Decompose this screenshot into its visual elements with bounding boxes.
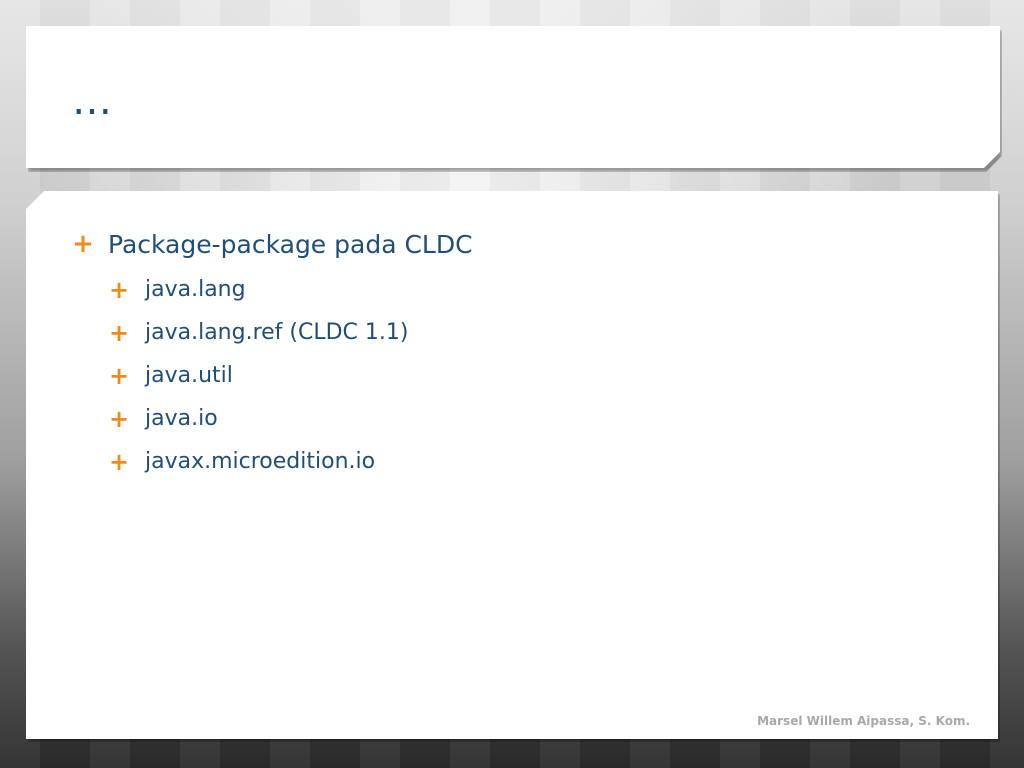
title-panel (26, 26, 1000, 168)
bullet-text-main: Package-package pada CLDC (108, 229, 473, 259)
sub-bullet-item: + java.lang (109, 268, 473, 311)
sub-bullet-text: java.lang (145, 277, 246, 302)
slide-footer-author: Marsel Willem Aipassa, S. Kom. (757, 714, 970, 728)
slide-title: … (72, 78, 114, 124)
bullet-list: + Package-package pada CLDC + java.lang … (72, 224, 473, 483)
sub-bullet-item: + javax.microedition.io (109, 440, 473, 483)
plus-icon: + (109, 404, 130, 433)
sub-bullet-text: java.util (145, 363, 233, 388)
plus-icon: + (72, 229, 94, 259)
plus-icon: + (109, 447, 130, 476)
plus-icon: + (109, 361, 130, 390)
sub-bullet-text: java.lang.ref (CLDC 1.1) (145, 320, 409, 345)
bullet-row-main: + Package-package pada CLDC (72, 224, 473, 264)
sub-bullet-text: java.io (145, 406, 218, 431)
plus-icon: + (109, 275, 130, 304)
bullet-item-main: + Package-package pada CLDC + java.lang … (72, 224, 473, 483)
plus-icon: + (109, 318, 130, 347)
sub-bullet-item: + java.io (109, 397, 473, 440)
sub-bullet-item: + java.lang.ref (CLDC 1.1) (109, 311, 473, 354)
sub-bullet-text: javax.microedition.io (145, 449, 376, 474)
sub-bullet-list: + java.lang + java.lang.ref (CLDC 1.1) +… (72, 268, 473, 483)
content-panel (26, 191, 998, 739)
sub-bullet-item: + java.util (109, 354, 473, 397)
